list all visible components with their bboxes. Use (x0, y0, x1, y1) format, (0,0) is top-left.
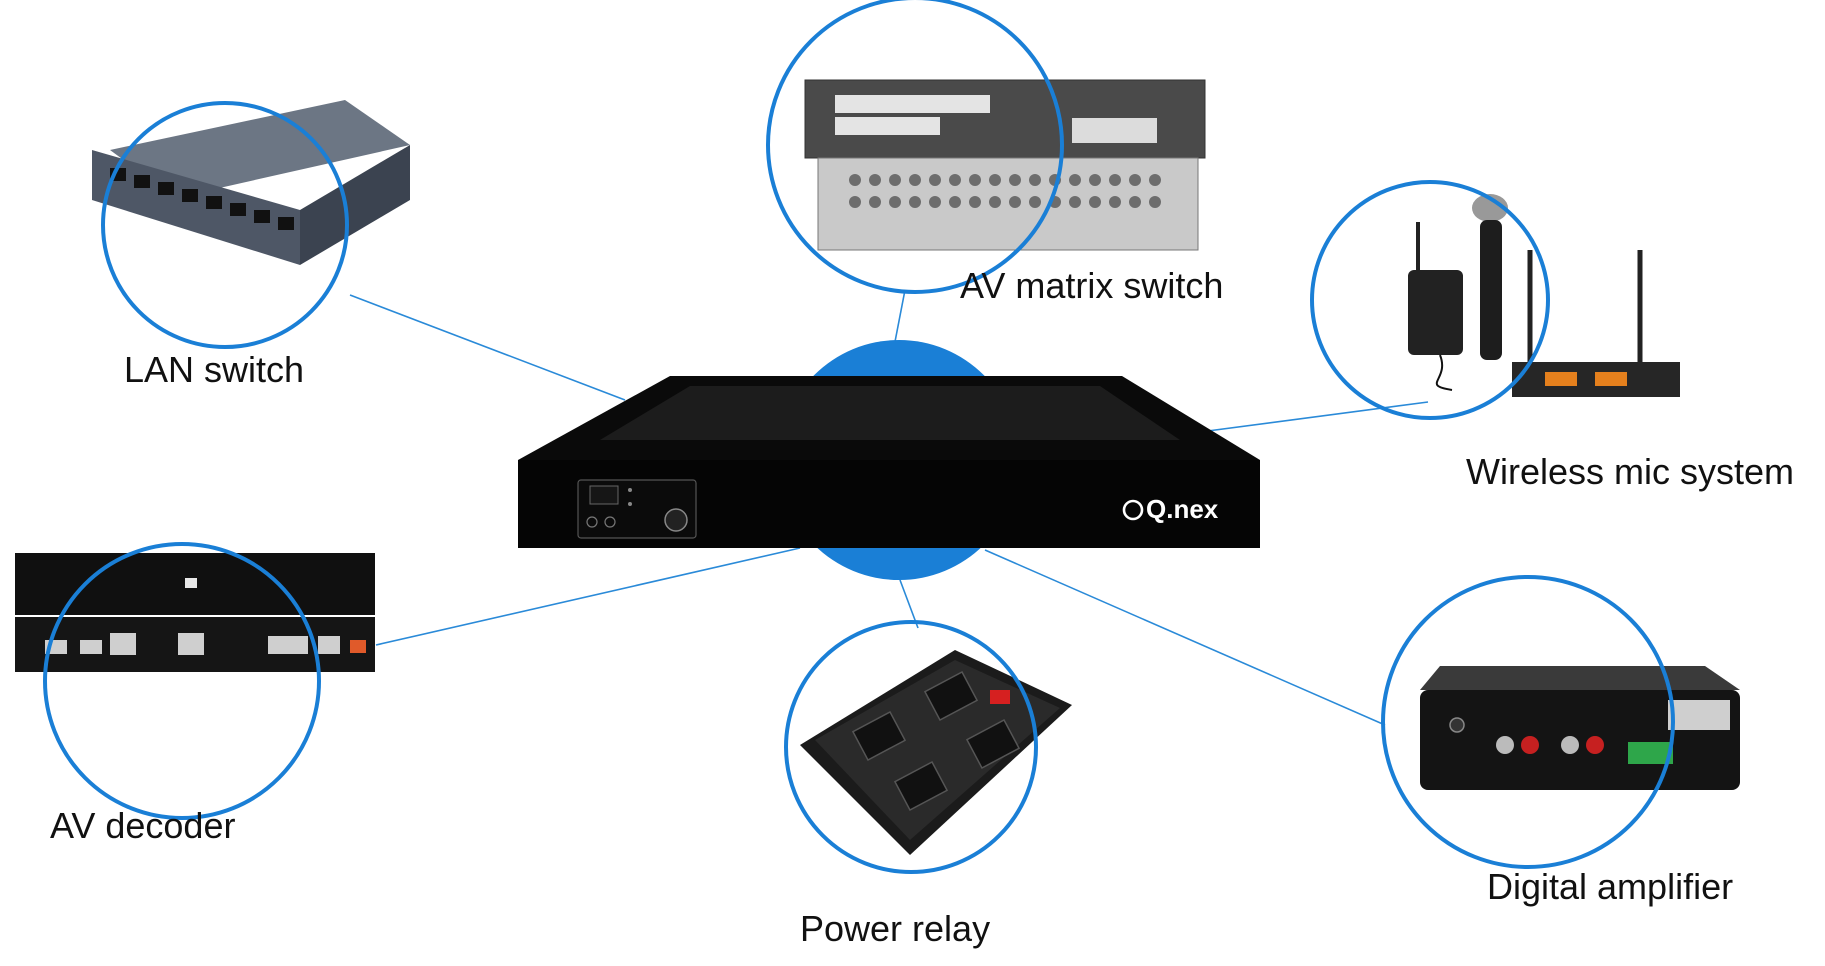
amplifier-power-switch (1449, 717, 1465, 733)
av-matrix-switch-ring (766, 0, 1064, 294)
power-relay-outlets (851, 670, 1021, 812)
hub-logo-icon (1122, 499, 1144, 521)
lan-switch-ports (110, 168, 294, 230)
digital-amplifier-device (1381, 575, 1740, 869)
amplifier-top (1420, 666, 1740, 690)
mic-receiver-display-right (1595, 372, 1627, 386)
av-decoder-status-light (185, 578, 197, 588)
hub-power-knob (664, 508, 688, 532)
link-lan-switch (349, 294, 626, 401)
label-wireless-mic-system: Wireless mic system (1466, 451, 1795, 492)
link-av-decoder (375, 547, 801, 646)
av-decoder-device (15, 542, 375, 820)
hub-led-1 (628, 488, 632, 492)
connection-lines (349, 289, 1429, 726)
link-power-relay (899, 579, 919, 629)
digital-amplifier-ring (1381, 575, 1675, 869)
lan-switch-side (300, 145, 410, 265)
wireless-mic-system-device (1310, 180, 1680, 420)
amplifier-info-label (1668, 700, 1730, 730)
wireless-mic-system-ring (1310, 180, 1550, 420)
hub-top-sheen (600, 386, 1180, 440)
av-matrix-button-row-1 (835, 95, 990, 113)
av-decoder-ports (45, 633, 366, 655)
hub-device: Q.nex (518, 340, 1260, 580)
hub-display (589, 485, 619, 505)
amplifier-speaker-terminal (1628, 742, 1673, 764)
lan-switch-top (110, 100, 410, 198)
link-digital-amplifier (984, 549, 1386, 726)
label-digital-amplifier: Digital amplifier (1487, 866, 1734, 907)
link-wireless-mic-system (1199, 401, 1429, 433)
power-relay-top (815, 660, 1060, 840)
hub-button-left (586, 516, 598, 528)
hub-led-2 (628, 502, 632, 506)
mic-bodypack (1408, 270, 1463, 355)
label-av-matrix-switch: AV matrix switch (960, 265, 1224, 306)
power-relay-switch (990, 690, 1010, 704)
mic-receiver-display-left (1545, 372, 1577, 386)
mic-handheld-head (1472, 194, 1508, 222)
power-relay-device (784, 620, 1072, 874)
lan-switch-device (92, 100, 410, 349)
mic-lavalier-cable (1435, 354, 1453, 391)
av-matrix-switch-device (766, 0, 1206, 294)
hub-button-right (604, 516, 616, 528)
label-lan-switch: LAN switch (124, 349, 305, 390)
av-matrix-controls (1072, 118, 1157, 143)
av-decoder-ring (43, 542, 321, 820)
av-matrix-button-row-2 (835, 117, 940, 135)
amplifier-front (1420, 690, 1740, 790)
lan-switch-ring (101, 101, 349, 349)
label-av-decoder: AV decoder (50, 805, 236, 846)
hub-brand: Q.nex (1146, 494, 1219, 524)
label-power-relay: Power relay (800, 908, 991, 949)
amplifier-rca-jacks (1496, 736, 1604, 754)
mic-handheld-body (1480, 220, 1502, 360)
power-relay-ring (784, 620, 1038, 874)
